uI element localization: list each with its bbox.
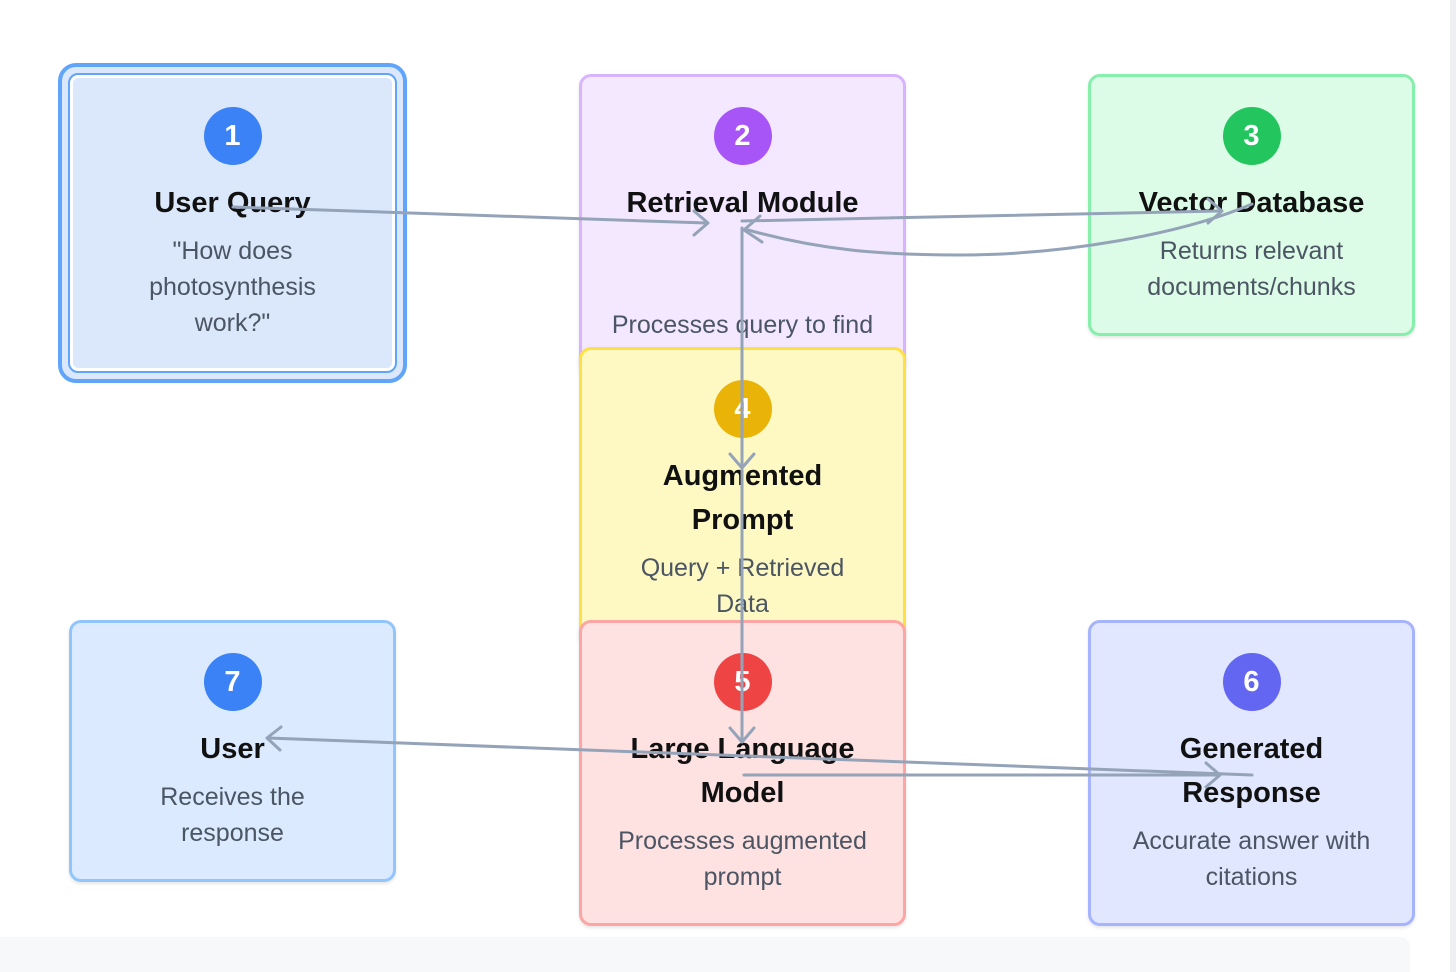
node-title: Vector Database: [1138, 187, 1365, 219]
node-large-language-model[interactable]: 5 Large Language Model Processes augment…: [579, 620, 906, 926]
scrollbar-track[interactable]: [1450, 0, 1456, 972]
node-title: Generated Response: [1179, 733, 1324, 809]
step-badge-2: 2: [713, 107, 772, 165]
node-user[interactable]: 7 User Receives the response: [69, 620, 396, 882]
step-badge-1: 1: [203, 107, 262, 165]
node-title: User Query: [154, 187, 311, 219]
node-title: Retrieval Module: [626, 187, 859, 219]
node-retrieval-module[interactable]: 2 Retrieval Module Processes query to fi…: [579, 74, 906, 375]
node-title: Large Language Model: [630, 733, 855, 809]
node-description: Accurate answer with citations: [1132, 827, 1371, 891]
node-description: Receives the response: [160, 783, 305, 847]
node-title: Augmented Prompt: [662, 460, 823, 536]
node-vector-database[interactable]: 3 Vector Database Returns relevant docum…: [1088, 74, 1415, 336]
node-augmented-prompt[interactable]: 4 Augmented Prompt Query + Retrieved Dat…: [579, 347, 906, 647]
step-badge-7: 7: [203, 653, 262, 711]
step-badge-5: 5: [713, 653, 772, 711]
node-description: "How does photosynthesis work?": [149, 237, 316, 337]
node-user-query[interactable]: 1 User Query "How does photosynthesis wo…: [58, 63, 407, 383]
bottom-panel: [0, 937, 1410, 972]
step-badge-3: 3: [1222, 107, 1281, 165]
node-title: User: [200, 733, 265, 765]
node-generated-response[interactable]: 6 Generated Response Accurate answer wit…: [1088, 620, 1415, 926]
step-badge-4: 4: [713, 380, 772, 438]
node-description: Returns relevant documents/chunks: [1147, 237, 1356, 301]
step-badge-6: 6: [1222, 653, 1281, 711]
node-description: Query + Retrieved Data: [640, 554, 845, 618]
node-description: Processes augmented prompt: [618, 827, 867, 891]
